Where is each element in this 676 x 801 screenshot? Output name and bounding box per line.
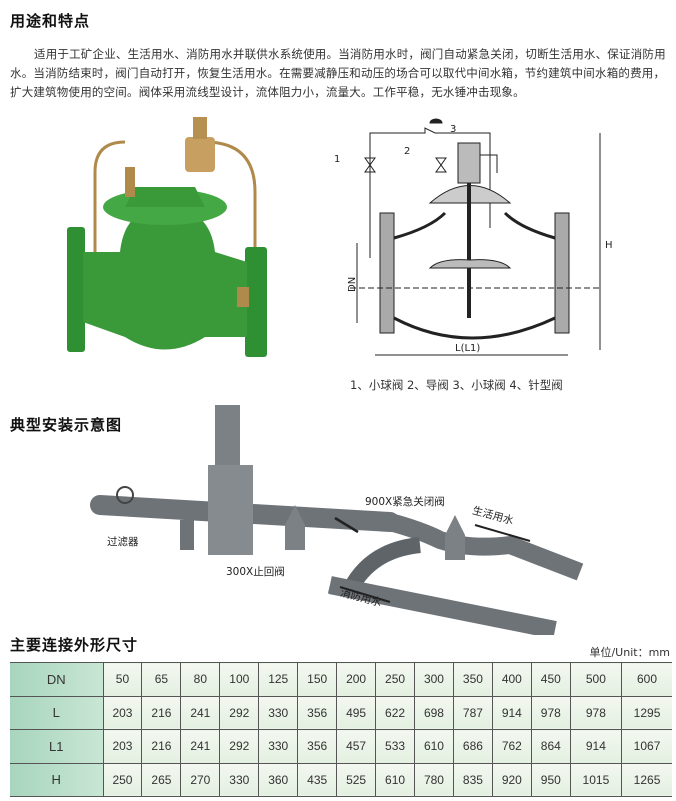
- section-title-installation: 典型安装示意图: [10, 416, 123, 434]
- table-cell: 150: [297, 662, 338, 697]
- label-3: 3: [450, 124, 456, 135]
- dim-l: L(L1): [455, 343, 480, 354]
- table-cell: 978: [531, 696, 571, 730]
- table-cell: 1265: [621, 763, 672, 797]
- table-cell: 300: [414, 662, 454, 697]
- section-title-features: 用途和特点: [10, 12, 91, 30]
- table-cell: 292: [219, 696, 260, 730]
- table-cell: 80: [180, 662, 221, 697]
- table-cell: 330: [219, 763, 260, 797]
- table-cell: 686: [453, 729, 493, 764]
- label-1: 1: [334, 154, 340, 165]
- table-cell: 241: [180, 729, 221, 764]
- table-cell: 330: [258, 729, 299, 764]
- table-cell: 978: [570, 696, 623, 730]
- table-cell: 216: [141, 729, 182, 764]
- table-cell: 203: [103, 729, 143, 764]
- table-cell: 200: [336, 662, 377, 697]
- table-cell: 610: [414, 729, 454, 764]
- table-cell: 450: [531, 662, 571, 697]
- label-emergency-valve: 900X紧急关闭阀: [365, 496, 445, 508]
- table-cell: 250: [103, 763, 143, 797]
- row-header: L1: [10, 729, 104, 764]
- section-title-dimensions: 主要连接外形尺寸: [10, 636, 139, 654]
- table-cell: 356: [297, 696, 338, 730]
- table-cell: 835: [453, 763, 493, 797]
- table-cell: 270: [180, 763, 221, 797]
- table-cell: 600: [621, 662, 672, 697]
- table-cell: 622: [375, 696, 415, 730]
- table-cell: 495: [336, 696, 377, 730]
- dim-h: H: [605, 240, 613, 251]
- table-cell: 435: [297, 763, 338, 797]
- table-cell: 203: [103, 696, 143, 730]
- table-cell: 330: [258, 696, 299, 730]
- table-cell: 920: [492, 763, 532, 797]
- label-check-valve: 300X止回阀: [226, 566, 285, 578]
- table-cell: 914: [570, 729, 623, 764]
- table-cell: 356: [297, 729, 338, 764]
- valve-section-diagram: 1 2 3 L(L1) H DN: [334, 118, 613, 356]
- table-cell: 65: [141, 662, 182, 697]
- table-cell: 780: [414, 763, 454, 797]
- table-cell: 525: [336, 763, 377, 797]
- table-cell: 950: [531, 763, 571, 797]
- row-header: H: [10, 763, 104, 797]
- label-2: 2: [404, 146, 410, 157]
- table-cell: 914: [492, 696, 532, 730]
- table-cell: 864: [531, 729, 571, 764]
- table-cell: 457: [336, 729, 377, 764]
- table-cell: 125: [258, 662, 299, 697]
- table-cell: 787: [453, 696, 493, 730]
- table-cell: 500: [570, 662, 623, 697]
- table-cell: 250: [375, 662, 415, 697]
- row-header: DN: [10, 662, 104, 697]
- row-header: L: [10, 696, 104, 730]
- table-cell: 50: [103, 662, 143, 697]
- table-cell: 216: [141, 696, 182, 730]
- table-cell: 241: [180, 696, 221, 730]
- table-cell: 762: [492, 729, 532, 764]
- table-cell: 533: [375, 729, 415, 764]
- diagram-caption: 1、小球阀 2、导阀 3、小球阀 4、针型阀: [350, 378, 563, 392]
- table-cell: 360: [258, 763, 299, 797]
- table-cell: 610: [375, 763, 415, 797]
- valve-photo: [67, 117, 267, 357]
- table-cell: 400: [492, 662, 532, 697]
- dim-dn: DN: [347, 277, 358, 292]
- table-cell: 698: [414, 696, 454, 730]
- table-cell: 1067: [621, 729, 672, 764]
- table-cell: 100: [219, 662, 260, 697]
- table-cell: 1015: [570, 763, 623, 797]
- label-filter: 过滤器: [107, 536, 139, 548]
- table-cell: 292: [219, 729, 260, 764]
- table-cell: 265: [141, 763, 182, 797]
- features-paragraph: 适用于工矿企业、生活用水、消防用水并联供水系统使用。当消防用水时，阀门自动紧急关…: [10, 47, 666, 99]
- table-cell: 1295: [621, 696, 672, 730]
- table-cell: 350: [453, 662, 493, 697]
- unit-label: 单位/Unit：mm: [589, 646, 670, 659]
- installation-illustration: [90, 405, 584, 635]
